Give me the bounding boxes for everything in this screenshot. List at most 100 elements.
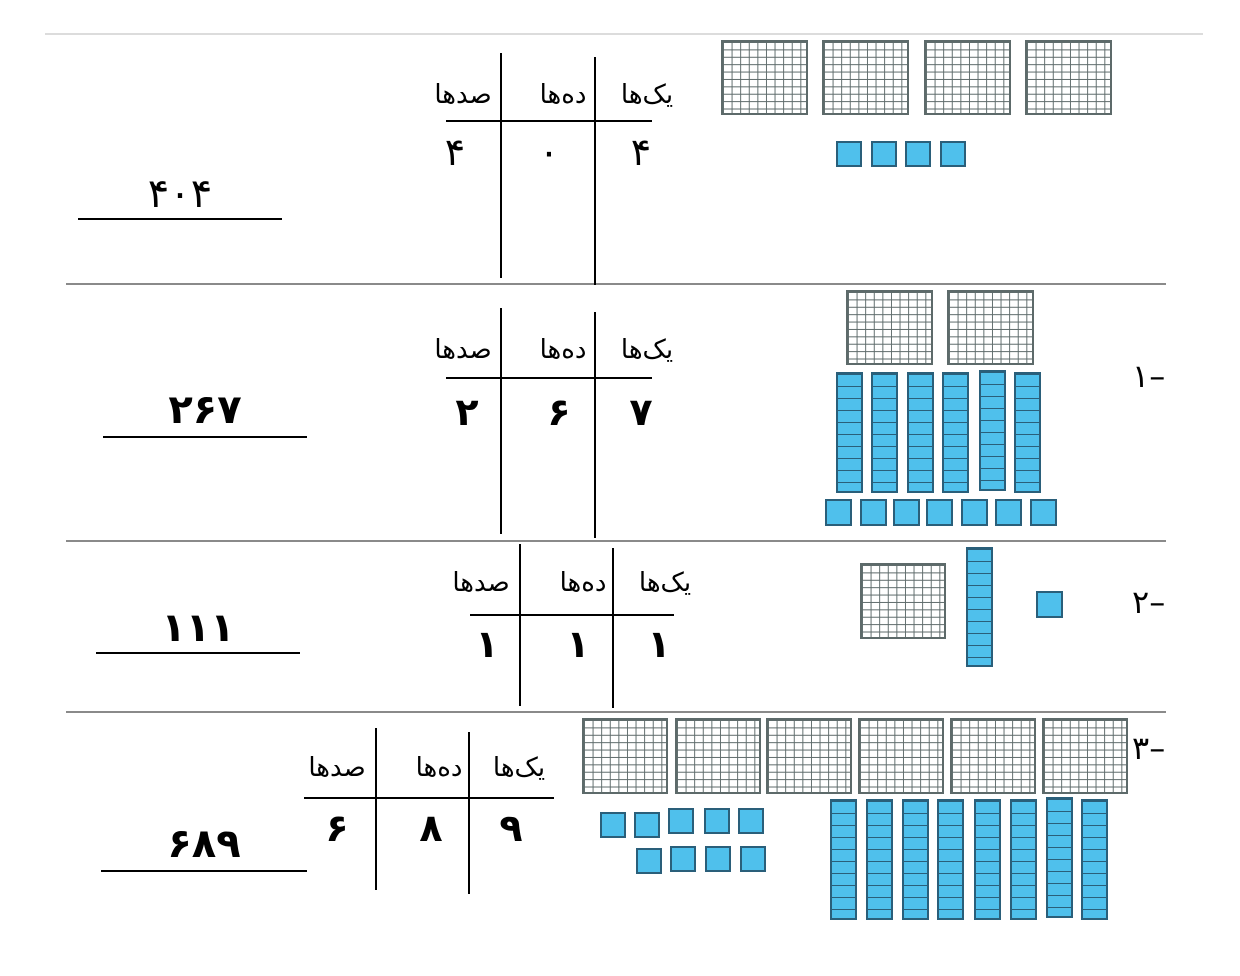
unit-block [668, 808, 694, 834]
unit-block [871, 141, 897, 167]
section-divider-1 [66, 283, 1166, 285]
hundred-block [950, 718, 1036, 794]
ten-rod [974, 799, 1001, 920]
digit-ones: ۷ [629, 390, 653, 434]
unit-block [600, 812, 626, 838]
table-header-rule [470, 614, 674, 616]
hundred-block [721, 40, 808, 115]
problem-number: ۱– [1132, 357, 1166, 395]
header-hundreds: صدها [434, 335, 492, 365]
answer-value: ۱۱۱ [161, 605, 235, 651]
ten-rod [1081, 799, 1108, 920]
header-ones: یک‌ها [638, 568, 692, 598]
answer-line [103, 436, 307, 438]
digit-hundreds: ۱ [475, 622, 499, 666]
unit-block [825, 499, 852, 526]
header-ones: یک‌ها [620, 335, 674, 365]
table-header-rule [446, 120, 652, 122]
hundred-block [822, 40, 909, 115]
unit-block [905, 141, 931, 167]
digit-tens: ۶ [547, 390, 571, 434]
table-column-divider [519, 544, 521, 706]
ten-rod [1014, 372, 1041, 493]
digit-ones: ۴ [630, 130, 652, 174]
unit-block [740, 846, 766, 872]
unit-block [738, 808, 764, 834]
unit-block [636, 848, 662, 874]
unit-block [995, 499, 1022, 526]
header-hundreds: صدها [308, 753, 366, 783]
unit-block [961, 499, 988, 526]
unit-block [926, 499, 953, 526]
hundred-block [924, 40, 1011, 115]
answer-value: ۶۸۹ [167, 821, 241, 867]
ten-rod [902, 799, 929, 920]
digit-hundreds: ۲ [455, 390, 479, 434]
header-ones: یک‌ها [492, 753, 546, 783]
ten-rod [836, 372, 863, 493]
ten-rod [907, 372, 934, 493]
table-column-divider [612, 548, 614, 708]
digit-hundreds: ۴ [444, 130, 466, 174]
answer-line [101, 870, 307, 872]
table-header-rule [446, 377, 652, 379]
table-column-divider [594, 57, 596, 285]
ten-rod [1010, 799, 1037, 920]
top-divider [45, 33, 1203, 35]
hundred-block [860, 563, 946, 639]
digit-ones: ۱ [647, 622, 671, 666]
unit-block [704, 808, 730, 834]
answer-value: ۴۰۴ [147, 171, 213, 217]
answer-line [78, 218, 282, 220]
unit-block [1036, 591, 1063, 618]
unit-block [860, 499, 887, 526]
hundred-block [1042, 718, 1128, 794]
header-tens: ده‌ها [559, 568, 607, 598]
hundred-block [846, 290, 933, 365]
ten-rod [942, 372, 969, 493]
answer-line [96, 652, 300, 654]
unit-block [705, 846, 731, 872]
problem-number: ۲– [1132, 583, 1166, 621]
digit-tens: ۰ [538, 130, 560, 174]
hundred-block [766, 718, 852, 794]
answer-value: ۲۶۷ [168, 387, 242, 433]
header-tens: ده‌ها [539, 335, 587, 365]
unit-block [634, 812, 660, 838]
table-column-divider [500, 308, 502, 534]
ten-rod [871, 372, 898, 493]
hundred-block [858, 718, 944, 794]
table-column-divider [594, 312, 596, 538]
table-header-rule [304, 797, 554, 799]
problem-number: ۳– [1132, 729, 1166, 767]
unit-block [893, 499, 920, 526]
hundred-block [582, 718, 668, 794]
hundred-block [947, 290, 1034, 365]
header-ones: یک‌ها [620, 80, 674, 110]
table-column-divider [375, 728, 377, 890]
ten-rod [830, 799, 857, 920]
ten-rod [1046, 797, 1073, 918]
digit-ones: ۹ [499, 806, 523, 850]
section-divider-2 [66, 540, 1166, 542]
header-hundreds: صدها [452, 568, 510, 598]
digit-tens: ۱ [566, 622, 590, 666]
section-divider-3 [66, 711, 1166, 713]
digit-hundreds: ۶ [325, 806, 349, 850]
header-hundreds: صدها [434, 80, 492, 110]
unit-block [1030, 499, 1057, 526]
hundred-block [675, 718, 761, 794]
unit-block [940, 141, 966, 167]
ten-rod [866, 799, 893, 920]
header-tens: ده‌ها [539, 80, 587, 110]
digit-tens: ۸ [419, 806, 443, 850]
unit-block [836, 141, 862, 167]
hundred-block [1025, 40, 1112, 115]
unit-block [670, 846, 696, 872]
ten-rod [937, 799, 964, 920]
ten-rod [979, 370, 1006, 491]
ten-rod [966, 547, 993, 667]
table-column-divider [468, 732, 470, 894]
header-tens: ده‌ها [415, 753, 463, 783]
